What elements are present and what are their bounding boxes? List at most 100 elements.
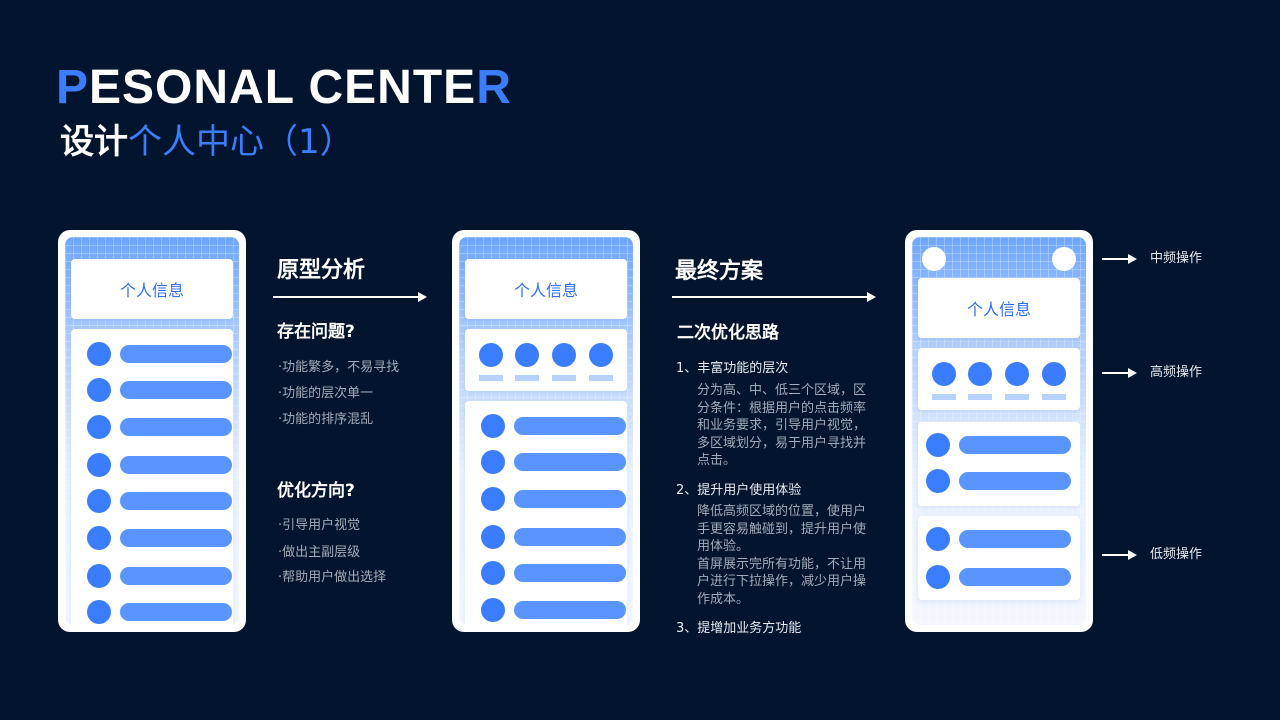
shortcut-icon xyxy=(932,362,956,386)
function-icon xyxy=(87,564,111,588)
function-icon xyxy=(87,453,111,477)
shortcut-icon xyxy=(515,343,539,367)
function-bar xyxy=(959,530,1071,548)
shortcut-label xyxy=(932,394,956,400)
function-bar xyxy=(120,381,232,399)
profile-info-card: 个人信息 xyxy=(918,278,1080,338)
function-icon xyxy=(481,561,505,585)
shortcut-label xyxy=(968,394,992,400)
shortcut-icon xyxy=(968,362,992,386)
function-icon xyxy=(87,415,111,439)
shortcut-item xyxy=(479,343,503,381)
problem-item: ·功能的层次单一 xyxy=(278,386,374,401)
problem-item: ·功能繁多，不易寻找 xyxy=(278,360,400,375)
shortcut-item xyxy=(515,343,539,381)
shortcut-icon xyxy=(479,343,503,367)
avatar xyxy=(922,247,946,271)
step-line: 作成本。 xyxy=(697,591,750,607)
list-item xyxy=(87,342,233,366)
function-bar xyxy=(959,436,1071,454)
solution-heading: 最终方案 xyxy=(675,259,764,284)
function-list-card xyxy=(465,401,627,625)
step-heading: 1、丰富功能的层次 xyxy=(676,361,789,376)
settings-icon xyxy=(1052,247,1076,271)
list-item xyxy=(481,487,627,511)
profile-info-card: 个人信息 xyxy=(465,259,627,319)
analysis-heading: 原型分析 xyxy=(277,258,366,283)
low-frequency-arrow xyxy=(1102,550,1137,559)
list-item xyxy=(87,453,233,477)
list-item xyxy=(87,600,233,624)
direction-item: ·帮助用户做出选择 xyxy=(278,570,387,585)
mid-frequency-arrow xyxy=(1102,254,1137,263)
high-frequency-arrow xyxy=(1102,368,1137,377)
idea-title: 二次优化思路 xyxy=(677,323,779,343)
list-item xyxy=(481,414,627,438)
list-item xyxy=(926,433,1072,457)
profile-info-label: 个人信息 xyxy=(966,300,1031,319)
list-item xyxy=(926,469,1072,493)
list-item xyxy=(87,564,233,588)
function-bar xyxy=(120,456,232,474)
function-bar xyxy=(120,345,232,363)
function-bar xyxy=(959,568,1071,586)
high-frequency-label: 高频操作 xyxy=(1150,365,1203,380)
title-en-middle: ESONAL CENTE xyxy=(89,61,477,114)
function-icon xyxy=(926,433,950,457)
function-bar xyxy=(120,492,232,510)
analysis-arrow xyxy=(273,292,427,301)
problem-title: 存在问题? xyxy=(277,322,355,342)
list-item xyxy=(87,415,233,439)
step-line: 降低高频区域的位置，使用户 xyxy=(697,504,867,519)
step-line: 手更容易触碰到，提升用户使 xyxy=(697,521,867,537)
function-icon xyxy=(87,378,111,402)
function-bar xyxy=(120,603,232,621)
function-bar xyxy=(514,490,626,508)
step-body: 降低高频区域的位置，使用户 手更容易触碰到，提升用户使 用体验。 首屏展示完所有… xyxy=(697,503,885,608)
function-icon xyxy=(481,598,505,622)
function-icon xyxy=(87,600,111,624)
profile-info-card: 个人信息 xyxy=(71,259,233,319)
shortcut-label xyxy=(552,375,576,381)
direction-item: ·引导用户视觉 xyxy=(278,518,361,533)
direction-item: ·做出主副层级 xyxy=(278,545,361,560)
page-title-en: PESONAL CENTER xyxy=(56,60,512,116)
title-en-last-letter: R xyxy=(476,61,512,114)
function-bar xyxy=(120,529,232,547)
function-bar xyxy=(514,564,626,582)
problem-item: ·功能的排序混乱 xyxy=(278,412,374,427)
page-title-cn: 设计个人中心（1） xyxy=(60,120,354,164)
shortcut-item xyxy=(1005,362,1029,400)
shortcut-icon xyxy=(1005,362,1029,386)
step-line: 点击。 xyxy=(697,453,737,468)
shortcut-item xyxy=(932,362,956,400)
function-bar xyxy=(120,567,232,585)
mid-frequency-label: 中频操作 xyxy=(1150,251,1203,266)
shortcut-label xyxy=(1042,394,1066,400)
step-heading: 2、提升用户使用体验 xyxy=(676,483,802,498)
shortcut-label xyxy=(479,375,503,381)
step-line: 户进行下拉操作，减少用户操 xyxy=(697,574,867,589)
direction-title: 优化方向? xyxy=(277,481,355,501)
list-item xyxy=(481,598,627,622)
solution-arrow xyxy=(672,292,876,301)
profile-info-label: 个人信息 xyxy=(119,281,184,300)
step-body: 分为高、中、低三个区域，区 分条件：根据用户的点击频率 和业务要求，引导用户视觉… xyxy=(697,382,885,470)
function-bar xyxy=(959,472,1071,490)
phone-intermediate: 个人信息 xyxy=(452,230,640,632)
shortcut-item xyxy=(1042,362,1066,400)
list-item xyxy=(481,450,627,474)
list-item xyxy=(926,565,1072,589)
function-icon xyxy=(481,525,505,549)
list-item xyxy=(87,489,233,513)
title-cn-accent: 个人中心（1） xyxy=(128,122,354,162)
phone-final: 个人信息 xyxy=(905,230,1093,632)
shortcut-icon xyxy=(1042,362,1066,386)
phone-prototype: 个人信息 xyxy=(58,230,246,632)
step-line: 首屏展示完所有功能，不让用 xyxy=(697,556,867,572)
shortcut-label xyxy=(515,375,539,381)
step-heading: 3、提增加业务方功能 xyxy=(676,621,802,636)
list-item xyxy=(87,378,233,402)
function-bar xyxy=(514,453,626,471)
step-line: 多区域划分，易于用户寻找并 xyxy=(697,435,867,451)
